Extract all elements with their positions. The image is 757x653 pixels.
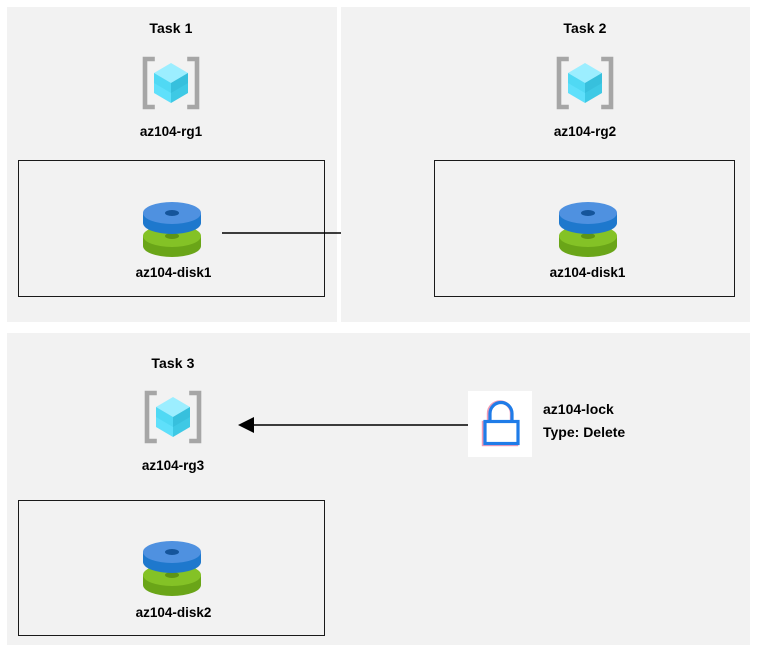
managed-disk-icon bbox=[143, 541, 201, 596]
task-2-title: Task 2 bbox=[563, 20, 607, 36]
disk-label: az104-disk1 bbox=[549, 265, 626, 280]
resource-group-icon bbox=[144, 390, 202, 444]
lock-icon-tile bbox=[468, 391, 532, 457]
managed-disk-icon bbox=[143, 202, 201, 257]
task-3-title: Task 3 bbox=[151, 355, 195, 371]
resource-group-icon bbox=[556, 56, 614, 110]
resource-group-label: az104-rg3 bbox=[141, 458, 205, 473]
lock-arrow bbox=[238, 417, 476, 433]
disk-label: az104-disk1 bbox=[135, 265, 212, 280]
resource-box-task-2 bbox=[434, 160, 735, 297]
managed-disk-icon bbox=[559, 202, 617, 257]
resource-group-icon bbox=[142, 56, 200, 110]
lock-caption: az104-lock Type: Delete bbox=[543, 398, 743, 444]
disk-label: az104-disk2 bbox=[135, 605, 212, 620]
resource-group-label: az104-rg2 bbox=[553, 124, 617, 139]
lock-icon bbox=[481, 400, 520, 447]
task-1-title: Task 1 bbox=[149, 20, 193, 36]
lock-type: Type: Delete bbox=[543, 424, 626, 440]
resource-group-label: az104-rg1 bbox=[139, 124, 203, 139]
lock-name: az104-lock bbox=[543, 401, 614, 417]
